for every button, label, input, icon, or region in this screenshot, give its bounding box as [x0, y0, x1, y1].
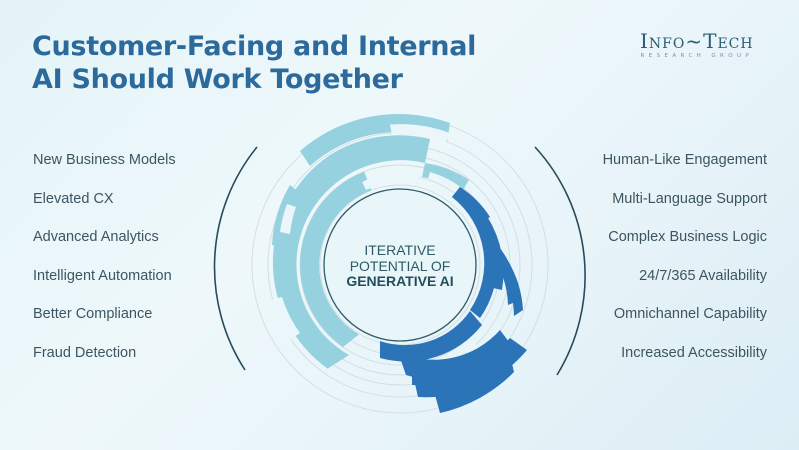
page-title: Customer-Facing and Internal AI Should W…	[32, 30, 476, 96]
light-segment-gaps	[270, 124, 462, 340]
logo-subtitle: RESEARCH GROUP	[640, 53, 754, 59]
list-item: Better Compliance	[33, 306, 153, 322]
center-label: ITERATIVE POTENTIAL OF GENERATIVE AI	[325, 242, 475, 290]
list-item: Increased Accessibility	[621, 344, 767, 361]
list-item: Multi-Language Support	[612, 190, 767, 207]
dark-segment-customer-facing-ai	[380, 187, 527, 413]
list-item: Intelligent Automation	[33, 267, 172, 284]
list-item: Omnichannel Capability	[613, 306, 767, 322]
left-bracket-arc	[213, 146, 258, 371]
list-item: 24/7/365 Availability	[639, 267, 767, 284]
center-label-line-3: GENERATIVE AI	[346, 273, 454, 289]
customer-facing-ai-benefits-list: Human-Like Engagement Multi-Language Sup…	[603, 150, 767, 381]
list-item: Fraud Detection	[33, 344, 137, 361]
title-line-2: AI Should Work Together	[32, 64, 403, 95]
list-item: Elevated CX	[33, 190, 114, 207]
center-label-line-1: ITERATIVE	[364, 242, 436, 258]
center-circle	[323, 188, 477, 342]
list-item: Human-Like Engagement	[602, 152, 767, 168]
list-item: New Business Models	[33, 152, 176, 168]
right-bracket-arc	[534, 146, 586, 376]
title-line-1: Customer-Facing and Internal	[32, 31, 477, 62]
info-tech-logo: Info~Tech RESEARCH GROUP	[640, 30, 754, 59]
list-item: Complex Business Logic	[608, 229, 767, 245]
dark-segment-gaps	[462, 341, 478, 353]
internal-ai-benefits-list: New Business Models Elevated CX Advanced…	[33, 150, 176, 381]
logo-wordmark: Info~Tech	[640, 29, 754, 53]
list-item: Advanced Analytics	[33, 229, 159, 245]
center-label-line-2: POTENTIAL OF	[349, 257, 451, 274]
